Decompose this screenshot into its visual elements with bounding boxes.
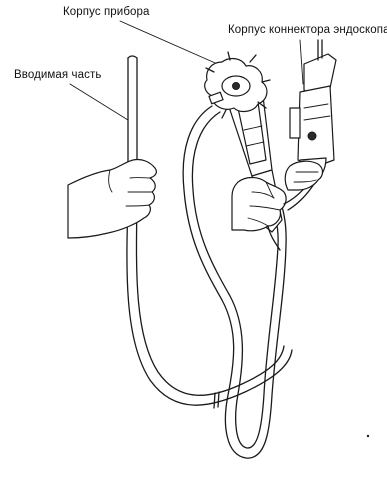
stray-dot <box>367 435 369 437</box>
leader-control-body <box>120 21 222 66</box>
connector-hand <box>285 161 322 190</box>
leader-connector-body <box>300 40 303 84</box>
label-connector-body: Корпус коннектора эндоскопа <box>228 24 387 36</box>
leader-insertion-tube <box>70 84 128 120</box>
left-hand <box>68 159 156 238</box>
label-insertion-tube: Вводимая часть <box>14 69 101 81</box>
label-control-body: Корпус прибора <box>63 6 150 18</box>
